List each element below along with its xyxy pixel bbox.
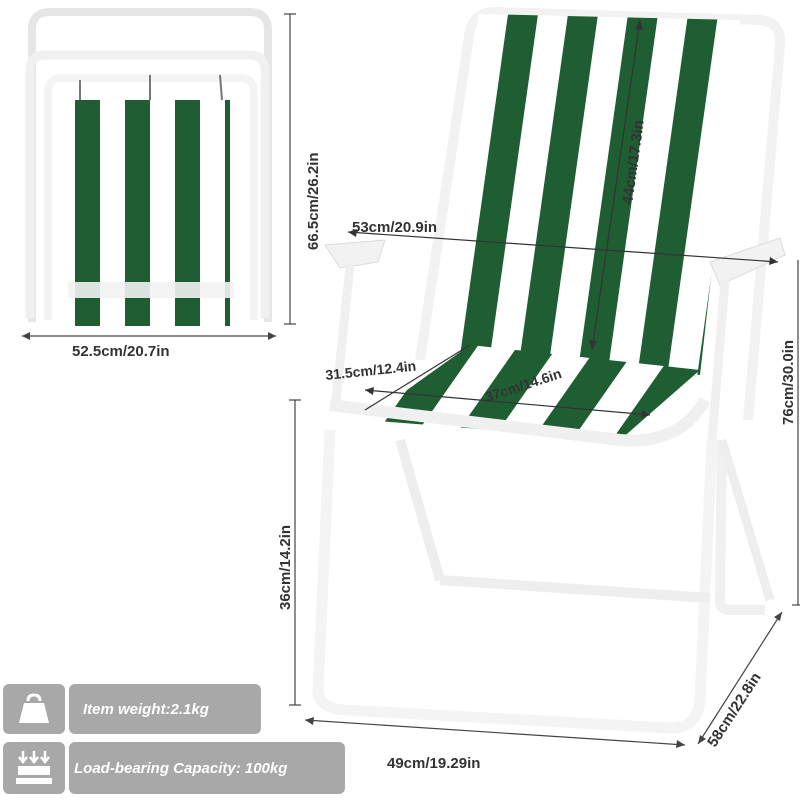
backrest-height-dimension: [589, 19, 643, 351]
folded-chair: [25, 8, 272, 326]
load-capacity-icon: [16, 751, 52, 784]
seat-height-dimension: [289, 399, 301, 706]
total-height-dimension: [792, 260, 800, 606]
base-width-dimension: [304, 717, 686, 748]
weight-icon-box: [3, 684, 65, 734]
item-weight-label: Item weight:2.1kg: [83, 700, 209, 718]
folded-width-dimension: [22, 332, 276, 340]
folded-width-label: 52.5cm/20.7in: [72, 343, 170, 360]
seat-height-label: 36cm/14.2in: [277, 525, 294, 610]
armrest-width-label: 53cm/20.9in: [352, 219, 437, 236]
item-weight-badge: Item weight:2.1kg: [69, 684, 261, 734]
base-depth-dimension: [697, 611, 783, 745]
seat-depth-dimension: [364, 344, 651, 418]
open-chair: [312, 6, 786, 734]
load-icon-box: [3, 742, 65, 794]
folded-height-dimension: [284, 13, 296, 325]
base-width-label: 49cm/19.29in: [387, 755, 480, 772]
armrest-width-dimension: [347, 229, 779, 265]
weight-icon: [19, 693, 49, 723]
folded-height-label: 66.5cm/26.2in: [305, 152, 322, 250]
total-height-label: 76cm/30.0in: [780, 340, 797, 425]
load-capacity-label: Load-bearing Capacity: 100kg: [74, 759, 288, 777]
base-depth-label: 58cm/22.8in: [704, 670, 765, 751]
load-capacity-badge: Load-bearing Capacity: 100kg: [69, 742, 345, 794]
